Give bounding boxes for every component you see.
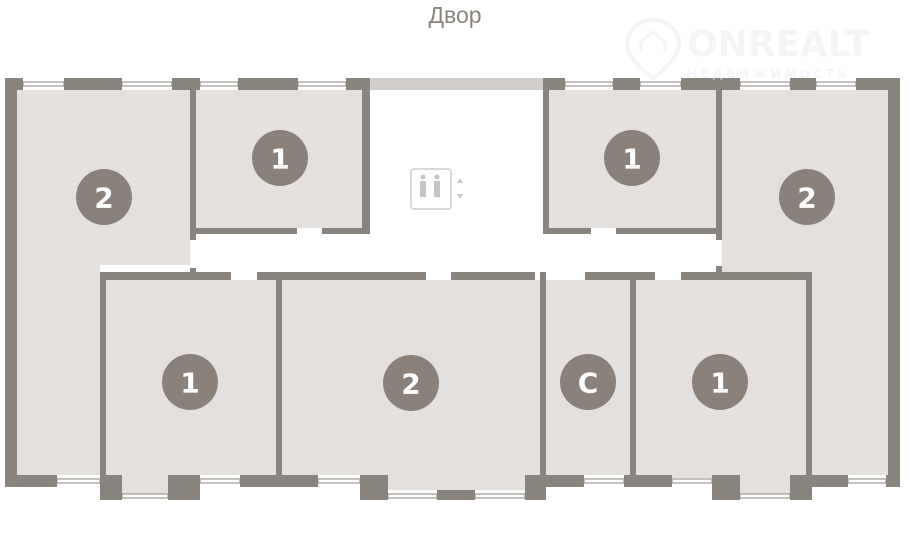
- corridor-window-band: [370, 78, 543, 90]
- unit-badge-bottom-mid-2[interactable]: 2: [383, 355, 439, 411]
- unit-label: 2: [401, 368, 420, 401]
- watermark-logo: ONREALT НЕДВИЖИМОСТЬ: [625, 17, 870, 81]
- elevator-icon: [410, 168, 463, 210]
- unit-label: 2: [94, 182, 113, 215]
- watermark-brand: ONREALT: [687, 24, 870, 65]
- unit-badge-top-right-2[interactable]: 2: [779, 169, 835, 225]
- unit-label: 2: [797, 182, 816, 215]
- unit-badge-bottom-studio[interactable]: С: [560, 354, 616, 410]
- unit-label: 1: [622, 143, 641, 176]
- unit-top-left-2-area[interactable]: [17, 90, 190, 475]
- unit-label: 1: [710, 367, 729, 400]
- walls: [5, 78, 900, 500]
- unit-label: 1: [270, 143, 289, 176]
- unit-badge-top-left-2[interactable]: 2: [76, 169, 132, 225]
- courtyard-label: Двор: [428, 2, 482, 28]
- watermark-tagline: НЕДВИЖИМОСТЬ: [687, 67, 850, 81]
- unit-badge-bottom-right-1[interactable]: 1: [692, 354, 748, 410]
- unit-badge-bottom-left-1[interactable]: 1: [162, 354, 218, 410]
- unit-top-right-2-area[interactable]: [722, 90, 888, 475]
- unit-label: 1: [180, 367, 199, 400]
- room-fills: [17, 90, 888, 495]
- unit-label: С: [578, 367, 599, 400]
- unit-badge-top-mid-left-1[interactable]: 1: [252, 130, 308, 186]
- unit-badge-top-mid-right-1[interactable]: 1: [604, 130, 660, 186]
